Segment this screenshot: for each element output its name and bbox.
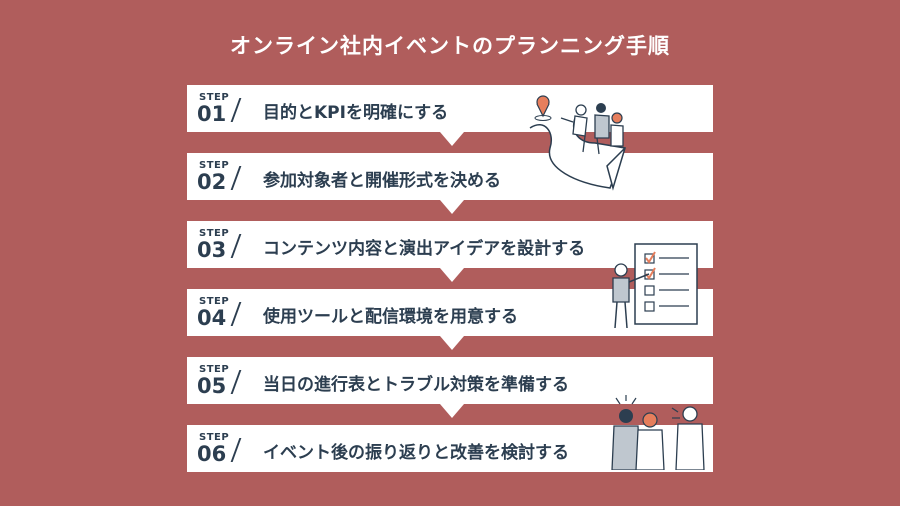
discussion-illustration [611,395,705,470]
checkbox-icon [644,285,655,296]
step-text: イベント後の振り返りと改善を検討する [263,443,569,463]
down-arrow-icon [440,132,464,146]
team-journey-illustration [529,95,627,191]
checklist-illustration [612,243,698,329]
step-divider [230,98,242,122]
step-number: 01 [197,102,227,126]
step-divider [230,234,242,258]
step-label: STEP [199,296,230,307]
step-text: 目的とKPIを明確にする [263,103,449,123]
down-arrow-icon [440,404,464,418]
page-title: オンライン社内イベントのプランニング手順 [230,34,670,58]
step-divider [230,302,242,326]
down-arrow-icon [440,268,464,282]
step-number: 06 [197,442,227,466]
down-arrow-icon [440,200,464,214]
step-label: STEP [199,364,230,375]
step-text: 参加対象者と開催形式を決める [263,171,501,191]
step-divider [230,438,242,462]
step-card-02: STEP 02 参加対象者と開催形式を決める [187,153,713,214]
down-arrow-icon [440,336,464,350]
step-label: STEP [199,432,230,443]
checkbox-icon [644,301,655,312]
step-divider [230,370,242,394]
step-label: STEP [199,160,230,171]
step-number: 04 [197,306,227,330]
step-label: STEP [199,228,230,239]
step-number: 05 [197,374,227,398]
step-text: コンテンツ内容と演出アイデアを設計する [263,239,586,259]
step-number: 03 [197,238,227,262]
step-card-03: STEP 03 コンテンツ内容と演出アイデアを設計する [187,221,713,282]
step-text: 当日の進行表とトラブル対策を準備する [263,375,569,395]
step-card-05: STEP 05 当日の進行表とトラブル対策を準備する [187,357,713,418]
step-card-01: STEP 01 目的とKPIを明確にする [187,85,713,146]
step-number: 02 [197,170,227,194]
step-text: 使用ツールと配信環境を用意する [263,307,518,327]
step-divider [230,166,242,190]
step-label: STEP [199,92,230,103]
